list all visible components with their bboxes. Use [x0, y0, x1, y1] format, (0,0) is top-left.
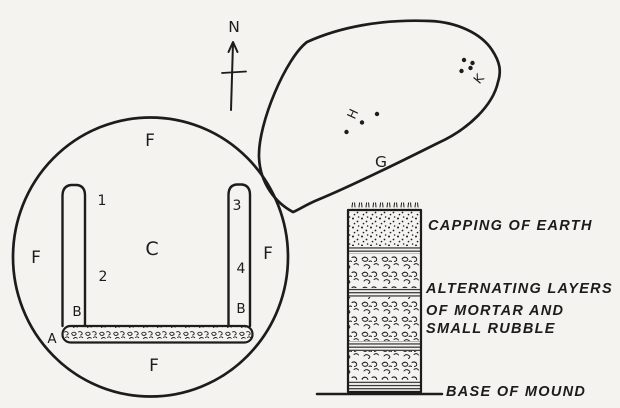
north-arrow-head	[227, 41, 239, 53]
trench-1-label: 1	[98, 193, 107, 209]
caption-alternating-2: OF MORTAR AND	[426, 303, 564, 319]
layer-mortar-1	[349, 246, 420, 254]
area-f-bottom: F	[149, 356, 159, 376]
point-b-right-label: B	[236, 301, 245, 317]
layer-rubble-2	[349, 297, 420, 341]
caption-base: BASE OF MOUND	[446, 384, 586, 400]
trench-4-label: 4	[237, 261, 246, 277]
caption-capping: CAPPING OF EARTH	[428, 218, 593, 234]
layer-rubble-3	[349, 351, 420, 380]
area-c-center: C	[145, 238, 158, 260]
point-a-label: A	[47, 331, 57, 347]
finds-k-label: K	[470, 70, 487, 87]
section-column-outline	[346, 208, 423, 394]
area-f-top: F	[145, 131, 155, 151]
grass-hatching	[350, 202, 420, 211]
area-f-right: F	[263, 244, 273, 264]
caption-alternating-3: SMALL RUBBLE	[426, 321, 556, 337]
layer-mortar-2	[349, 288, 420, 297]
north-arrow-crosstick	[221, 70, 247, 74]
layer-mortar-4	[349, 380, 420, 391]
trench-left	[61, 183, 87, 328]
section-column	[315, 202, 444, 396]
caption-alternating-1: ALTERNATING LAYERS	[425, 281, 613, 297]
layer-capping-stipple	[349, 211, 420, 246]
base-wall	[61, 324, 254, 344]
trench-2-label: 2	[99, 269, 108, 285]
finds-dots-k	[459, 57, 475, 74]
finds-dots-h	[344, 111, 380, 135]
enclosure-g-label: G	[375, 153, 387, 171]
layer-mortar-3	[349, 341, 420, 351]
layer-rubble-1	[349, 254, 420, 288]
enclosure-outline	[257, 19, 502, 214]
trench-3-label: 3	[233, 198, 242, 214]
point-b-left-label: B	[72, 304, 81, 320]
area-f-left: F	[31, 248, 41, 268]
north-arrow	[221, 41, 247, 111]
north-label: N	[228, 18, 240, 36]
finds-h-label: H	[344, 106, 362, 121]
mound-outline	[11, 116, 290, 398]
north-arrow-shaft	[230, 42, 234, 111]
trench-right	[227, 183, 252, 328]
